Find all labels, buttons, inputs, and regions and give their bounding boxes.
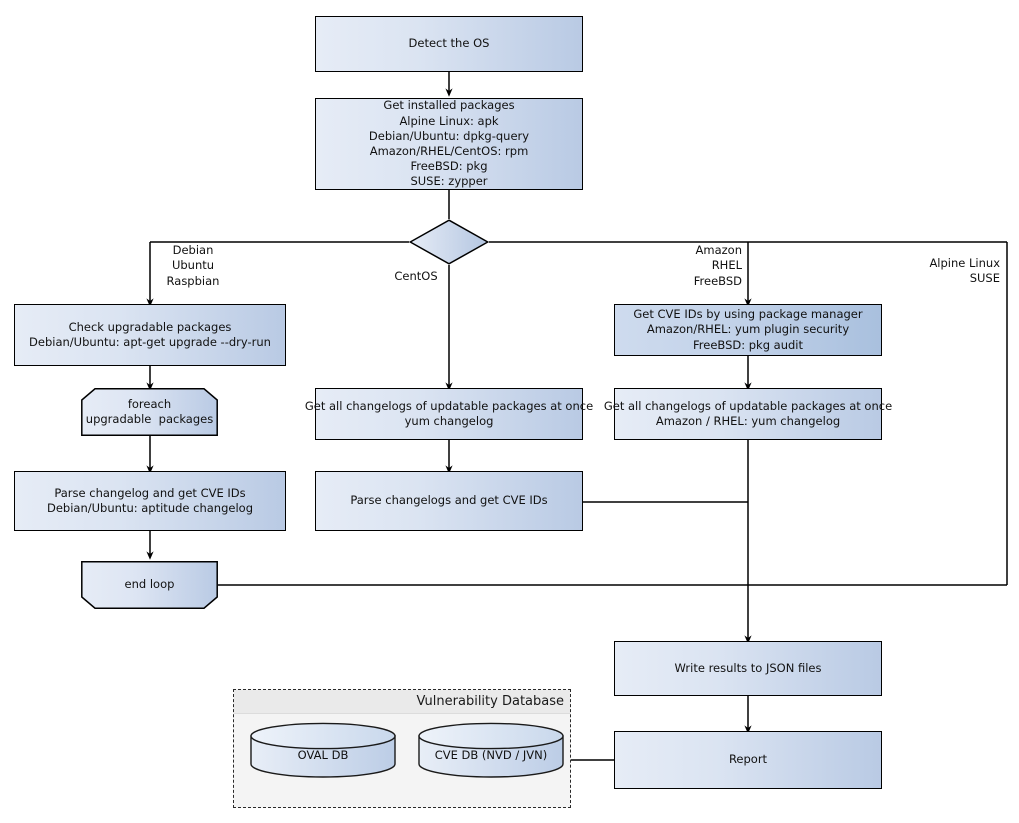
foreach-shape-fill	[81, 388, 218, 436]
check-upgradable-line-2: Debian/Ubuntu: apt-get upgrade --dry-run	[29, 335, 271, 349]
get-installed-line-1: Get installed packages	[383, 98, 515, 113]
diamond-shape	[408, 219, 490, 265]
get-installed-line-6: SUSE: zypper	[410, 174, 488, 189]
cve-db-label: CVE DB (NVD / JVN)	[434, 748, 548, 762]
node-end-loop[interactable]: end loop	[81, 561, 218, 609]
node-parse-changelogs-centos[interactable]: Parse changelogs and get CVE IDs	[315, 471, 583, 531]
database-cylinder-row: OVAL DB CVE DB (NVD / JVN)	[234, 722, 570, 778]
vulnerability-database-title: Vulnerability Database	[234, 690, 570, 714]
node-report[interactable]: Report	[614, 731, 882, 789]
changelogs-amazon-line-2: Amazon / RHEL: yum changelog	[655, 414, 841, 428]
foreach-shape-outline	[81, 388, 218, 436]
cylinder-shape-oval	[250, 722, 396, 778]
branch-label-centos: CentOS	[394, 269, 438, 283]
node-detect-os-label: Detect the OS	[408, 36, 490, 51]
node-foreach-loop-start[interactable]: foreach upgradable packages	[81, 388, 218, 436]
node-changelogs-amazon[interactable]: Get all changelogs of updatable packages…	[604, 388, 892, 440]
get-installed-line-3: Debian/Ubuntu: dpkg-query	[368, 128, 530, 143]
end-loop-label: end loop	[124, 577, 175, 592]
branch-label-debian: Debian Ubuntu Raspbian	[166, 243, 220, 288]
vulnerability-database-group: Vulnerability Database	[233, 689, 571, 808]
parse-changelogs-centos-label: Parse changelogs and get CVE IDs	[350, 493, 548, 508]
database-cylinder-oval[interactable]: OVAL DB	[250, 722, 396, 778]
end-loop-shape-fill	[81, 561, 218, 609]
get-cve-pkgmgr-line-1: Get CVE IDs by using package manager	[633, 307, 863, 322]
branch-label-alpine: Alpine Linux SUSE	[929, 256, 1000, 286]
node-changelogs-centos[interactable]: Get all changelogs of updatable packages…	[305, 388, 593, 440]
changelogs-centos-line-2: yum changelog	[404, 414, 494, 428]
get-installed-line-2: Alpine Linux: apk	[399, 113, 499, 128]
parse-changelog-deb-line-2: Debian/Ubuntu: aptitude changelog	[47, 501, 253, 515]
database-cylinder-cve[interactable]: CVE DB (NVD / JVN)	[418, 722, 564, 778]
node-parse-changelog-debian[interactable]: Parse changelog and get CVE IDs Debian/U…	[14, 471, 286, 531]
node-get-cve-ids-package-manager[interactable]: Get CVE IDs by using package manager Ama…	[614, 304, 882, 356]
oval-db-label: OVAL DB	[297, 748, 349, 762]
get-installed-line-5: FreeBSD: pkg	[410, 159, 488, 174]
foreach-line-2: upgradable packages	[85, 412, 214, 426]
report-label: Report	[728, 752, 768, 767]
foreach-line-1: foreach	[127, 396, 172, 411]
node-get-installed-packages[interactable]: Get installed packages Alpine Linux: apk…	[315, 98, 583, 190]
node-check-upgradable-packages[interactable]: Check upgradable packages Debian/Ubuntu:…	[14, 304, 286, 366]
changelogs-amazon-line-1: Get all changelogs of updatable packages…	[603, 398, 893, 413]
node-write-results-json[interactable]: Write results to JSON files	[614, 641, 882, 696]
check-upgradable-line-1: Check upgradable packages	[68, 319, 232, 334]
get-cve-pkgmgr-line-2: Amazon/RHEL: yum plugin security	[646, 322, 850, 337]
parse-changelog-deb-line-1: Parse changelog and get CVE IDs	[54, 485, 246, 500]
os-decision-diamond[interactable]	[408, 219, 490, 265]
write-json-label: Write results to JSON files	[674, 660, 822, 675]
foreach-label-wrap: foreach upgradable packages	[81, 388, 218, 436]
cylinder-shape-cve	[418, 722, 564, 778]
get-cve-pkgmgr-line-3: FreeBSD: pkg audit	[692, 337, 804, 352]
changelogs-centos-line-1: Get all changelogs of updatable packages…	[304, 398, 594, 413]
branch-label-amazon: Amazon RHEL FreeBSD	[693, 243, 742, 288]
node-detect-os[interactable]: Detect the OS	[315, 16, 583, 72]
get-installed-line-4: Amazon/RHEL/CentOS: rpm	[369, 144, 529, 158]
end-loop-shape-outline	[81, 561, 218, 609]
